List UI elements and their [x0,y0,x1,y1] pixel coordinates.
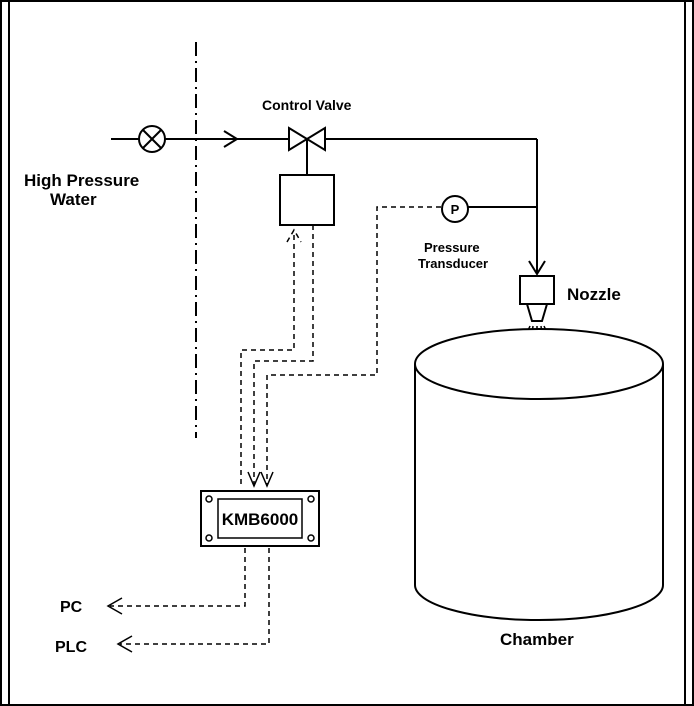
source-label-line2: Water [50,190,97,209]
source-label-line1: High Pressure [24,171,139,190]
plc-label: PLC [55,639,87,656]
supply-pipe [165,130,289,148]
chamber-label: Chamber [500,630,574,649]
controller-unit [200,490,320,547]
control-valve-icon [288,126,326,175]
pc-label: PC [60,599,83,616]
pressure-transducer [441,195,537,223]
chamber-icon [414,328,664,621]
nozzle-label: Nozzle [567,285,621,304]
transducer-symbol: P [451,202,460,217]
signal-arrowheads [106,471,274,653]
control-valve-label: Control Valve [262,97,352,113]
pressure-label-line1: Pressure [424,240,480,255]
pressure-label-line2: Transducer [418,256,488,271]
valve-actuator [279,174,335,226]
signal-lines [110,206,441,645]
controller-label: KMB6000 [222,510,299,529]
shutoff-valve-icon [111,125,166,153]
